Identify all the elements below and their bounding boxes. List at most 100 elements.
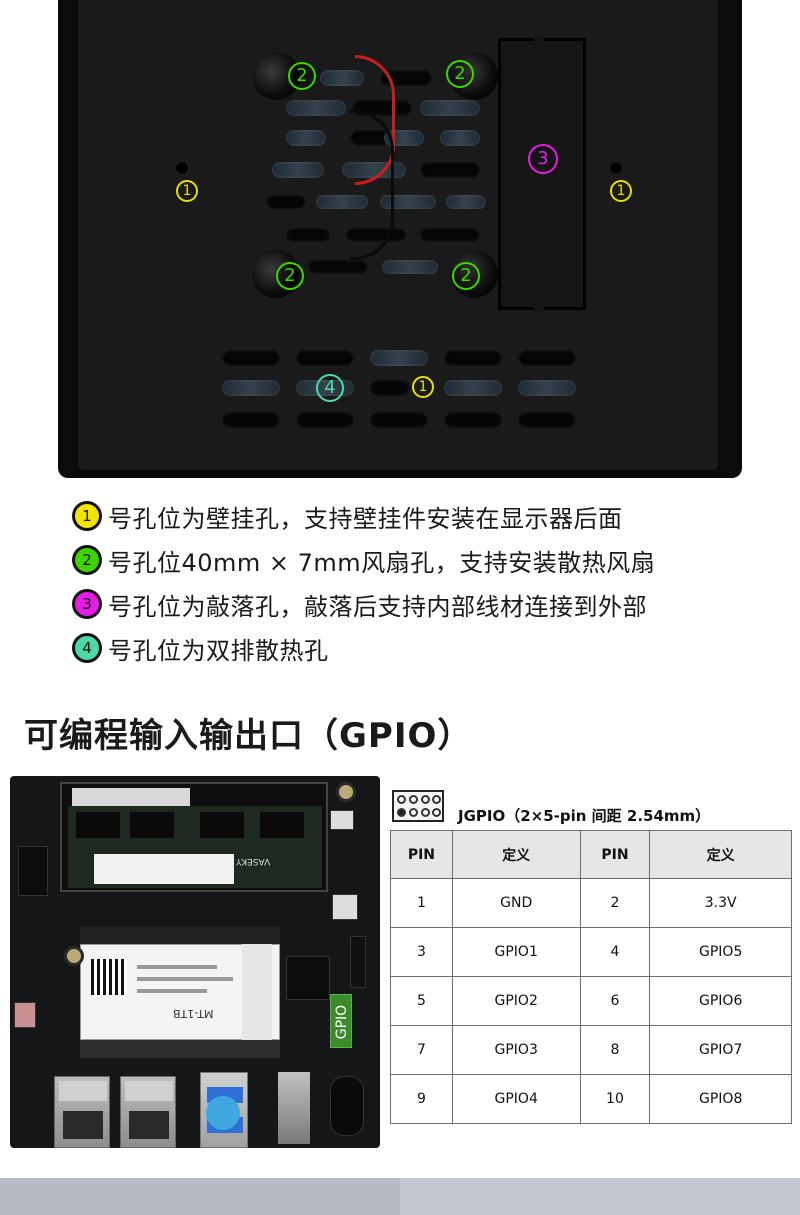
pin-number: 2 [579,878,651,928]
ram-sticker [94,854,234,884]
ram-chip [200,812,244,838]
gpio-table-title: JGPIO（2×5-pin 间距 2.54mm） [458,807,711,825]
warranty-sticker [206,1096,240,1130]
vent-slot [320,70,364,86]
marker-1: 1 [412,376,434,398]
mount-hole [64,946,84,966]
ram-brand: VASEKY [236,856,271,866]
wall-mount-hole-left [176,162,188,174]
pin-definition: GND [451,878,581,928]
vent-slot [446,195,486,209]
table-row: 9 GPIO4 10 GPIO8 [390,1074,792,1124]
legend-text: 号孔位为壁挂孔，支持壁挂件安装在显示器后面 [108,504,623,533]
ethernet-port [54,1076,110,1148]
vent-slot [518,380,576,396]
marker-3: 3 [528,144,558,174]
vent-slot [370,380,410,396]
column-header: PIN [390,830,453,879]
vent-slot [286,228,330,242]
pin-icon [409,795,418,804]
vent-slot [222,412,280,428]
vent-slot [266,195,306,209]
pin-definition: GPIO3 [451,1025,581,1075]
board-label-strip [242,944,272,1040]
vent-slot [444,350,502,366]
pin-definition: GPIO8 [649,1074,792,1124]
vent-slot [222,380,280,396]
pin-header-icon [392,790,444,822]
hole-legend: 1 号孔位为壁挂孔，支持壁挂件安装在显示器后面 2 号孔位40mm × 7mm风… [72,494,792,670]
marker-1: 1 [610,180,632,202]
pin-icon [397,795,406,804]
pin-icon [432,795,441,804]
vent-slot [296,412,354,428]
pin-definition: 3.3V [649,878,792,928]
legend-badge-1: 1 [72,501,102,531]
board-chip [18,846,48,896]
marker-1: 1 [176,180,198,202]
ssd-text-line [137,965,217,969]
column-header: 定义 [451,830,581,879]
legend-item: 2 号孔位40mm × 7mm风扇孔，支持安装散热风扇 [72,538,792,582]
pin-icon [409,808,418,817]
sata-connector [350,936,366,988]
vent-slot [272,162,324,178]
pin-icon [421,795,430,804]
vent-slot [296,350,354,366]
legend-badge-2: 2 [72,545,102,575]
marker-4: 4 [316,374,344,402]
vent-slot [420,100,480,116]
marker-2: 2 [446,60,474,88]
vent-slot [380,195,436,209]
connector [330,810,354,830]
pin-icon [432,808,441,817]
pin-number: 3 [390,927,453,977]
table-row: 3 GPIO1 4 GPIO5 [390,927,792,977]
pin-number: 6 [579,976,651,1026]
power-jack [330,1076,364,1136]
legend-text: 号孔位40mm × 7mm风扇孔，支持安装散热风扇 [108,548,656,577]
vent-slot [308,260,368,274]
connector [332,894,358,920]
ssd-text-line [137,977,233,981]
legend-badge-3: 3 [72,589,102,619]
mount-hole [336,782,356,802]
bottom-band-left [0,1178,400,1215]
wall-mount-hole-right [610,162,622,174]
vent-slot [518,412,576,428]
vent-slot [444,412,502,428]
ram-label [72,788,190,806]
pin-number: 1 [390,878,453,928]
dc-jack [278,1072,310,1144]
pin-definition: GPIO7 [649,1025,792,1075]
ssd-model: MT-1TB [173,1007,214,1020]
device-back-panel-photo: 2 2 2 2 1 1 1 3 4 [0,0,800,490]
vent-slot [440,130,480,146]
vent-slot [222,350,280,366]
pin-icon [397,808,406,817]
ram-chip [130,812,174,838]
vent-slot [370,412,428,428]
knockout-notch [534,306,544,312]
pin-icon [421,808,430,817]
ram-chip [260,812,304,838]
vent-slot [370,350,428,366]
legend-item: 3 号孔位为敲落孔，敲落后支持内部线材连接到外部 [72,582,792,626]
pin-number: 7 [390,1025,453,1075]
table-row: 5 GPIO2 6 GPIO6 [390,976,792,1026]
gpio-pin-table: PIN 定义 PIN 定义 1 GND 2 3.3V 3 GPIO1 4 GPI… [390,830,792,1124]
pin-definition: GPIO2 [451,976,581,1026]
knockout-panel [498,38,586,310]
pin-number: 8 [579,1025,651,1075]
gpio-header-tag: GPIO [330,994,352,1048]
ssd-qr [91,959,127,995]
vent-slot [518,350,576,366]
legend-text: 号孔位为敲落孔，敲落后支持内部线材连接到外部 [108,592,647,621]
pin-definition: GPIO5 [649,927,792,977]
marker-2: 2 [288,62,316,90]
marker-2: 2 [452,262,480,290]
capacitor [14,1002,36,1028]
ethernet-port [120,1076,176,1148]
pin-number: 5 [390,976,453,1026]
